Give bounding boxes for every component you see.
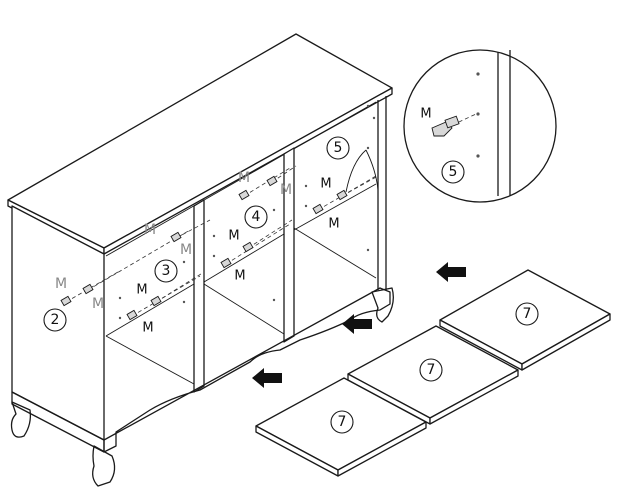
connector-labels: M M M M M M M M M M M M <box>55 170 340 336</box>
m-label: M <box>180 242 192 258</box>
detail-callout: 5 <box>449 164 458 180</box>
m-label: M <box>142 321 153 336</box>
cabinet-top-side-edge <box>103 87 393 255</box>
front-left-leg <box>92 445 116 487</box>
m-label: M <box>144 222 156 238</box>
m-label: M <box>55 276 67 292</box>
svg-text:3: 3 <box>162 263 171 279</box>
detail-m-label: M <box>420 107 431 122</box>
callout-5: 5 <box>326 136 350 160</box>
m-label: M <box>238 170 250 186</box>
m-label: M <box>328 217 339 232</box>
shelf-number: 7 <box>427 362 436 378</box>
shelf-number: 7 <box>338 414 347 430</box>
svg-text:4: 4 <box>252 209 261 225</box>
detail-magnifier: M 5 <box>345 49 557 203</box>
shelf-middle: 7 <box>347 325 519 425</box>
insertion-arrows <box>252 262 466 388</box>
m-label: M <box>280 182 292 198</box>
callout-2: 2 <box>43 308 67 332</box>
svg-text:2: 2 <box>51 312 60 328</box>
m-label: M <box>320 177 331 192</box>
connector-pegs <box>60 175 348 321</box>
callout-4: 4 <box>244 205 268 229</box>
shelf-number: 7 <box>523 306 532 322</box>
divider-right <box>283 147 295 343</box>
divider-left <box>193 199 205 393</box>
svg-text:5: 5 <box>334 140 343 156</box>
m-label: M <box>136 283 147 298</box>
arrow-right <box>436 262 466 282</box>
arrow-left <box>252 368 282 388</box>
m-label: M <box>234 269 245 284</box>
front-apron <box>103 287 391 453</box>
front-right-leg <box>371 287 394 323</box>
back-left-leg <box>10 401 32 438</box>
m-label: M <box>228 229 239 244</box>
callout-3: 3 <box>154 259 178 283</box>
shelf-right: 7 <box>439 269 611 371</box>
shelf-left: 7 <box>255 377 427 477</box>
shelf-pin-holes <box>118 104 376 320</box>
arrow-middle <box>342 314 372 334</box>
m-label: M <box>92 296 104 312</box>
